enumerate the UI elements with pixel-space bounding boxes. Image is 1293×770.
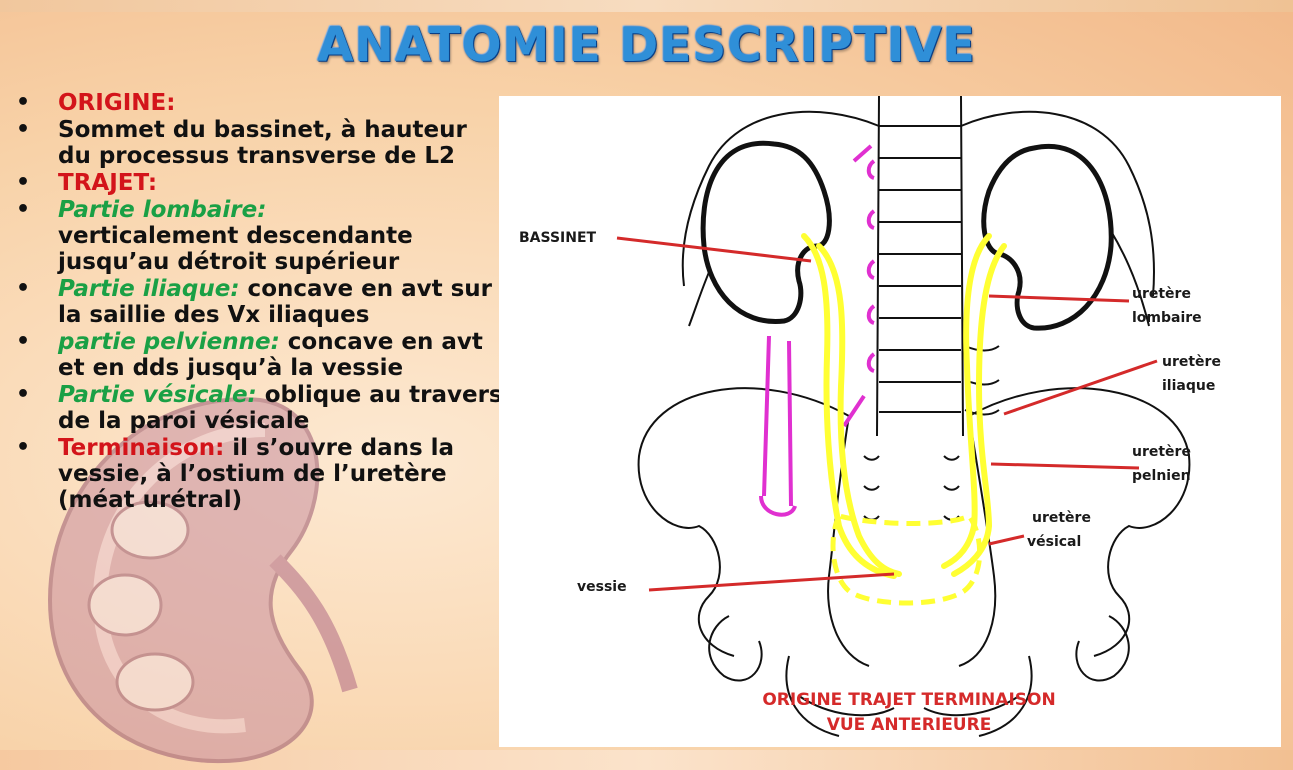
bullet-label: TRAJET: (58, 170, 157, 196)
diagram-panel: BASSINET uretère lombaire uretère iliaqu… (499, 96, 1281, 747)
bullet-partie-iliaque: Partie iliaque: concave en avt sur la sa… (14, 276, 504, 328)
right-acetabulum (1076, 616, 1128, 681)
bullet-label: Terminaison: (58, 435, 224, 461)
ureter-anatomy-diagram: BASSINET uretère lombaire uretère iliaqu… (499, 96, 1281, 747)
label-bassinet: BASSINET (519, 230, 597, 246)
label-lombaire-line2: lombaire (1132, 310, 1202, 326)
bullet-label: partie pelvienne: (58, 329, 280, 355)
left-kidney-icon (703, 143, 829, 321)
bullet-origine: ORIGINE: (14, 90, 504, 116)
spine-outline (877, 96, 963, 436)
bullet-list: ORIGINE: Sommet du bassinet, à hauteur d… (14, 90, 504, 514)
bullet-label: Partie iliaque: (58, 276, 240, 302)
pointer-vesical (989, 536, 1024, 544)
left-gonadal-vein (764, 336, 791, 506)
pointer-iliaque (1004, 361, 1157, 414)
bullet-label: Partie lombaire: (58, 197, 266, 223)
diagram-caption: ORIGINE TRAJET TERMINAISON VUE ANTERIEUR… (679, 688, 1139, 738)
vein-branch-2 (844, 396, 864, 426)
label-vessie: vessie (577, 579, 627, 595)
label-iliaque-line2: iliaque (1162, 378, 1215, 394)
bullet-partie-pelvienne: partie pelvienne: concave en avt et en d… (14, 329, 504, 381)
label-pelvien-line1: uretère (1132, 444, 1191, 460)
label-vesical-line2: vésical (1027, 534, 1081, 550)
caption-line-2: VUE ANTERIEURE (679, 713, 1139, 738)
bullet-label: ORIGINE: (58, 90, 175, 116)
bullet-label: Partie vésicale: (58, 382, 257, 408)
bullet-partie-vesicale: Partie vésicale: oblique au travers de l… (14, 382, 504, 434)
bullet-text: verticalement descendante jusqu’au détro… (58, 223, 413, 275)
bullet-trajet: TRAJET: (14, 170, 504, 196)
bullet-partie-lombaire: Partie lombaire:verticalement descendant… (14, 197, 504, 275)
pointer-pelvien (991, 464, 1139, 468)
bullet-text: Sommet du bassinet, à hauteur du process… (58, 117, 467, 169)
bullet-terminaison: Terminaison: il s’ouvre dans la vessie, … (14, 435, 504, 513)
left-ilium (639, 388, 849, 656)
kidneys (703, 143, 1111, 328)
label-pelvien-line2: pelnien (1132, 468, 1191, 484)
label-lombaire-line1: uretère (1132, 286, 1191, 302)
caption-line-1: ORIGINE TRAJET TERMINAISON (679, 688, 1139, 713)
top-stripe (0, 0, 1293, 12)
vein-branch-1 (854, 146, 871, 161)
slide-title: ANATOMIE DESCRIPTIVE (0, 18, 1293, 73)
vertebra-lines (879, 126, 961, 412)
lumbar-veins (869, 161, 874, 371)
pointer-vessie (649, 574, 894, 590)
sacral-foramina (864, 456, 959, 520)
label-iliaque-line1: uretère (1162, 354, 1221, 370)
label-vesical-line1: uretère (1032, 510, 1091, 526)
bullet-origine-text: Sommet du bassinet, à hauteur du process… (14, 117, 504, 169)
